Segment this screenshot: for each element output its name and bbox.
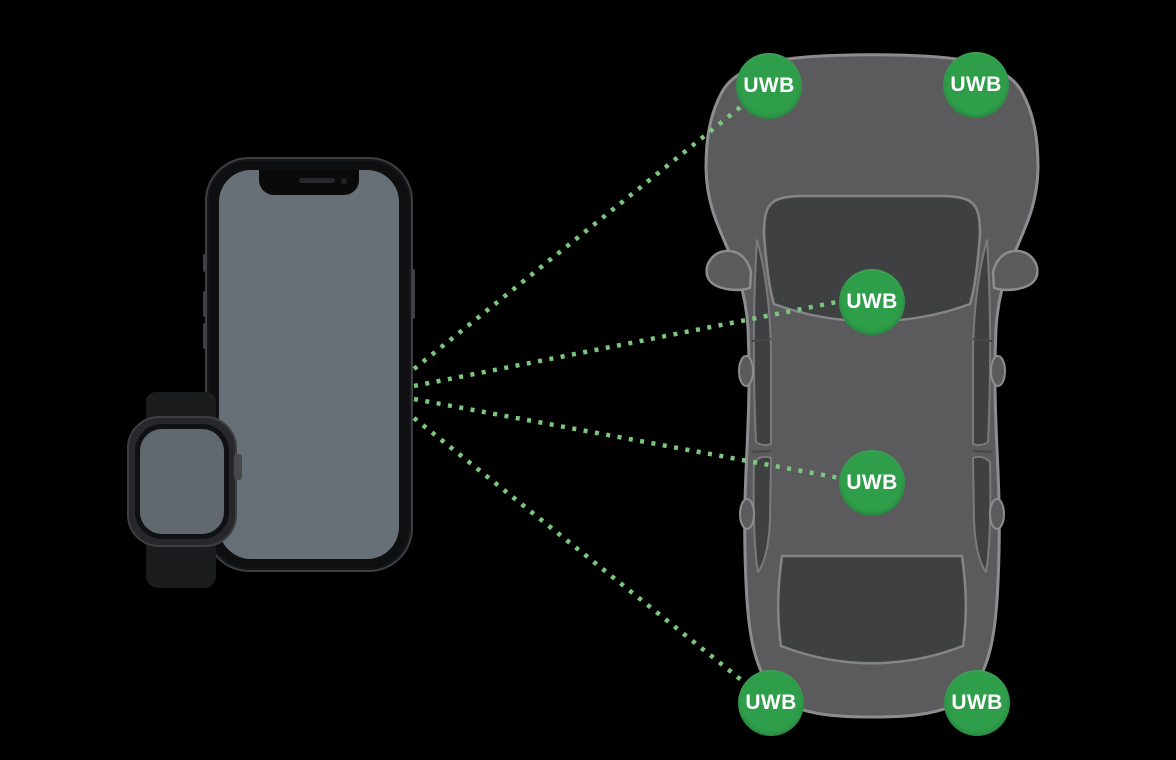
watch-band-bottom [146,540,216,588]
car-door-seam-right-b [972,450,993,453]
iphone-notch [259,170,359,195]
uwb-node-label: UWB [745,691,797,714]
uwb-node-front-left: UWB [736,53,802,119]
uwb-node-windshield-base: UWB [839,269,905,335]
ranging-line-windshield [413,296,853,389]
uwb-node-front-right: UWB [943,52,1009,118]
iphone-volume-down-button [203,323,207,349]
iphone [203,157,415,572]
uwb-node-label: UWB [846,290,898,313]
iphone-screen [219,170,399,559]
car-door-handle-right-rear [989,498,1005,530]
uwb-node-label: UWB [743,74,795,97]
uwb-node-rear-right: UWB [944,670,1010,736]
car-door-seam-left-b [751,450,772,453]
car-door-handle-left-rear [739,498,755,530]
ranging-line-roof [413,396,851,483]
uwb-node-label: UWB [846,471,898,494]
car-side-window-right-front [972,239,992,447]
watch-case [127,416,242,547]
car-door-seam-right-a [972,338,993,342]
car-door-seam-left-a [751,338,772,342]
car-mirror-left-icon [705,249,753,292]
watch-crown [234,454,242,480]
car-side-window-left-rear [752,455,772,573]
ranging-line-rear-left [412,416,762,697]
uwb-node-rear-left: UWB [738,670,804,736]
ranging-line-front-left [412,91,760,371]
car-side-window-right-rear [972,455,992,573]
iphone-volume-up-button [203,291,207,317]
car-rear-window-glass [776,554,968,665]
uwb-node-roof-center: UWB [839,450,905,516]
car-mirror-right-icon [991,249,1039,292]
iphone-speaker-icon [299,178,335,183]
uwb-node-label: UWB [950,73,1002,96]
iphone-power-button [411,269,415,319]
car-windshield-glass [762,194,982,323]
uwb-node-label: UWB [951,691,1003,714]
car-door-handle-right-front [990,355,1006,387]
car-door-handle-left-front [738,355,754,387]
iphone-camera-icon [341,178,347,184]
watch-screen [140,429,224,534]
iphone-mute-switch [203,254,207,272]
